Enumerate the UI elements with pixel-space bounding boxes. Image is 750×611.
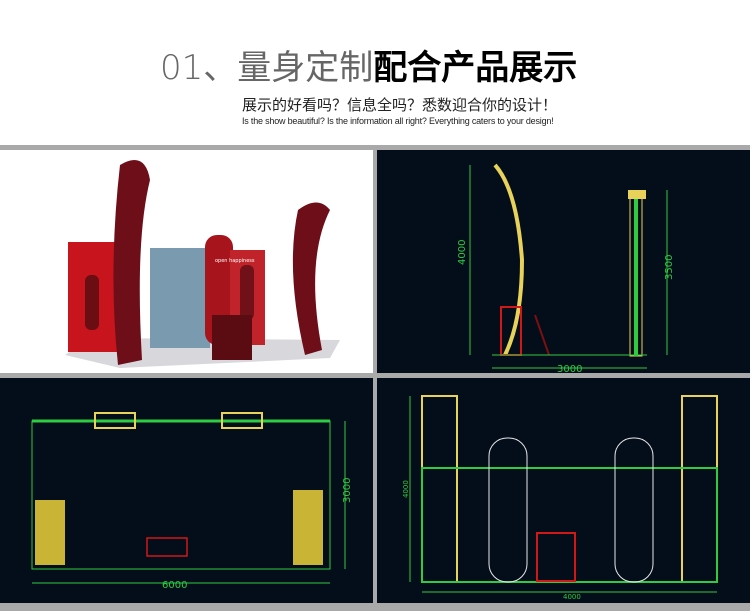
top-view-drawing: 3000 6000 [0,378,373,603]
dim-height: 4000 [402,480,410,498]
subtitle-en: Is the show beautiful? Is the informatio… [242,116,554,126]
side-view-drawing: 4000 3500 3000 [377,150,750,373]
product-gallery: open happiness 4000 3500 3000 [0,145,750,611]
page-title: 01、量身定制配合产品展示 [160,46,577,90]
title-prefix: 01、量身定制 [160,48,374,88]
dim-width: 4000 [563,593,581,601]
header: 01、量身定制配合产品展示 展示的好看吗？信息全吗？悉数迎合你的设计！ Is t… [0,0,750,145]
render-sign-text: open happiness [215,258,255,264]
dim-width: 3000 [557,364,582,373]
booth-render-image: open happiness [0,150,373,373]
title-bold: 配合产品展示 [373,48,578,88]
dim-height-right: 3500 [664,255,675,280]
front-view-drawing: 4000 4000 [377,378,750,603]
dim-height-left: 4000 [457,240,468,265]
dim-width: 6000 [162,580,187,591]
subtitle-cn: 展示的好看吗？信息全吗？悉数迎合你的设计！ [242,96,558,114]
dim-height: 3000 [342,478,353,503]
